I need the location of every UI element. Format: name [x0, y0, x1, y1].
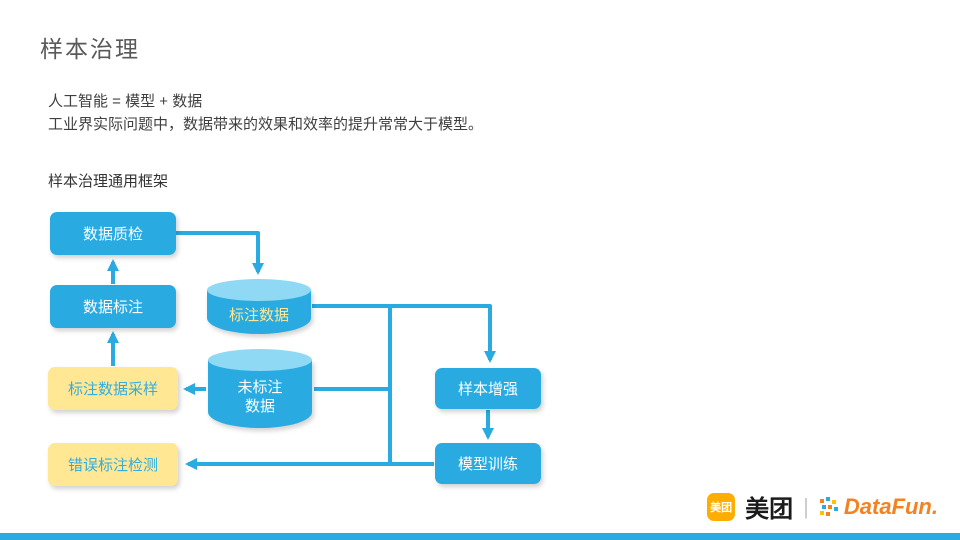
node-sample-augment: 样本增强 [435, 368, 541, 409]
datafun-wordmark: DataFun. [843, 493, 938, 519]
cylinder-label-line2: 数据 [244, 398, 275, 415]
cylinder-label-line1: 未标注 [237, 379, 283, 397]
node-label: 样本增强 [457, 381, 518, 398]
node-model-training: 模型训练 [435, 443, 541, 484]
datafun-logo: DataFun. [819, 494, 938, 520]
cylinder-unlabeled-data: 未标注 数据 [208, 349, 312, 428]
meituan-icon-text: 美团 [710, 501, 733, 514]
page-title: 样本治理 [40, 36, 140, 62]
intro-text: 人工智能 = 模型 + 数据 工业界实际问题中，数据带来的效果和效率的提升常常大… [48, 90, 483, 137]
intro-line-1: 人工智能 = 模型 + 数据 [48, 93, 203, 110]
node-data-quality-check: 数据质检 [50, 212, 176, 255]
meituan-wordmark: 美团 [745, 496, 794, 523]
node-annotation-sampling: 标注数据采样 [48, 367, 178, 410]
node-label: 数据质检 [82, 226, 143, 243]
node-label: 数据标注 [82, 299, 143, 316]
arrow-quality-to-labeled [176, 231, 264, 275]
footer-logos: 美团 美团 | DataFun. [707, 489, 938, 524]
arrow-labeled-to-augment [312, 304, 496, 363]
node-label: 标注数据采样 [67, 381, 158, 398]
node-data-annotation: 数据标注 [50, 285, 176, 328]
intro-line-2: 工业界实际问题中，数据带来的效果和效率的提升常常大于模型。 [48, 116, 484, 134]
section-label: 样本治理通用框架 [48, 173, 169, 190]
datafun-logo-icon [819, 496, 838, 516]
node-label: 模型训练 [457, 456, 518, 473]
logo-divider: | [803, 493, 809, 519]
node-label: 错误标注检测 [67, 457, 158, 474]
node-error-detection: 错误标注检测 [48, 443, 178, 486]
cylinder-label: 标注数据 [228, 306, 289, 324]
meituan-logo-icon: 美团 [707, 492, 736, 521]
cylinder-labeled-data: 标注数据 [207, 279, 311, 334]
bottom-accent-bar [0, 533, 960, 540]
